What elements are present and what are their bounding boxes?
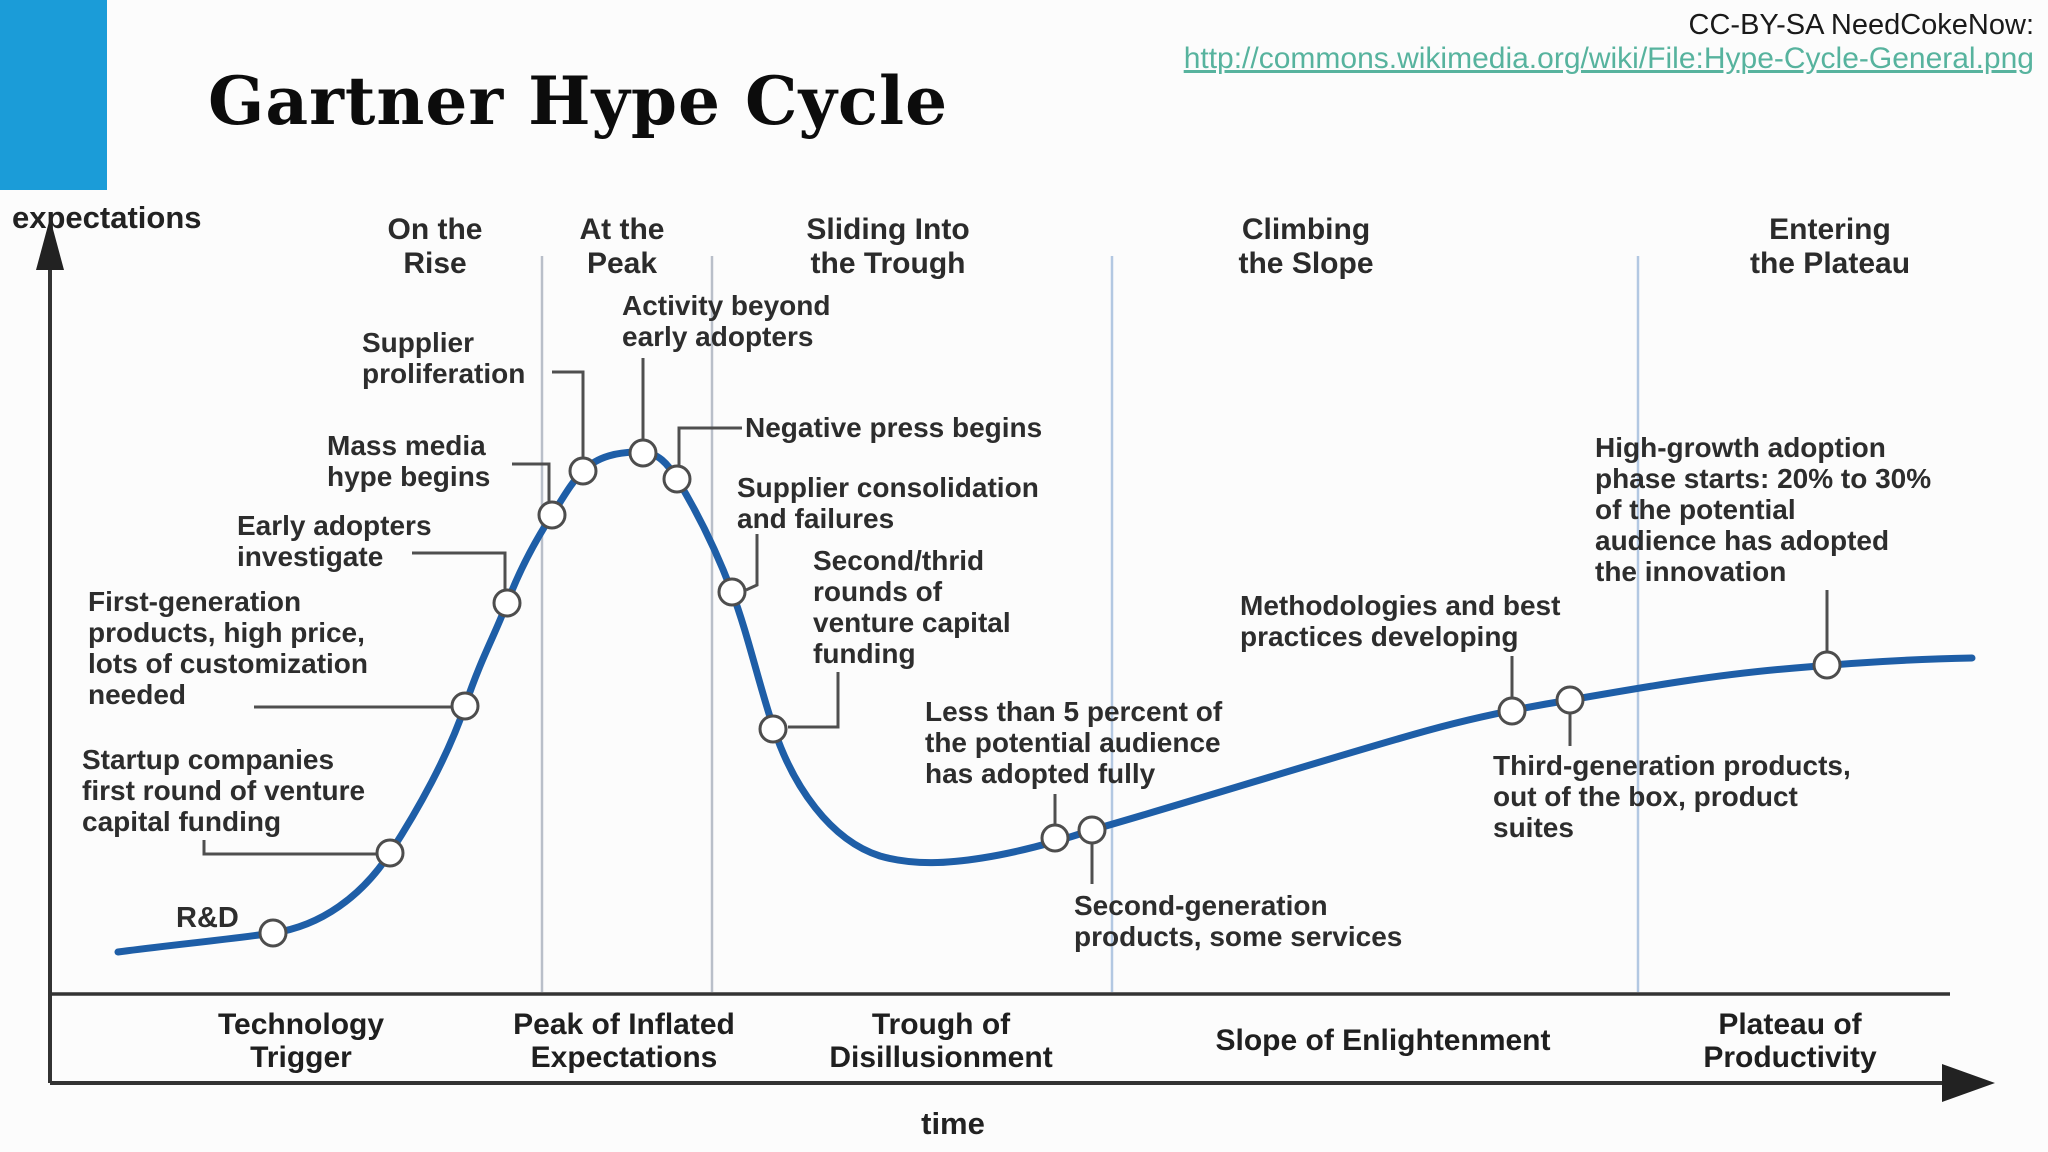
- annotation-startup-companies: Startup companies first round of venture…: [82, 744, 366, 837]
- annotation-second-third-rounds: Second/thrid rounds of venture capital f…: [813, 545, 1011, 669]
- phase-slope-of-enlightenment: Slope of Enlightenment: [1215, 1024, 1551, 1057]
- annotation-rd: R&D: [176, 902, 239, 934]
- data-point: [717, 577, 747, 607]
- connector: [552, 370, 585, 458]
- data-point: [662, 464, 692, 494]
- phase-top-climbing-the-slope: Climbing the Slope: [1238, 213, 1374, 280]
- page-title: Gartner Hype Cycle: [208, 62, 949, 140]
- connector: [202, 840, 377, 856]
- data-point: [628, 438, 658, 468]
- connector: [745, 534, 759, 592]
- y-axis-label: expectations: [12, 200, 202, 235]
- annotation-activity-beyond: Activity beyond early adopters: [622, 290, 831, 352]
- connector: [677, 426, 742, 466]
- connector: [412, 551, 507, 590]
- data-point: [375, 838, 405, 868]
- annotation-methodologies: Methodologies and best practices develop…: [1240, 590, 1561, 652]
- data-point: [1077, 815, 1107, 845]
- phase-top-entering-the-plateau: Entering the Plateau: [1749, 213, 1911, 280]
- phase-peak-of-inflated-expectations: Peak of Inflated Expectations: [513, 1008, 735, 1074]
- x-axis-label: time: [921, 1106, 985, 1141]
- annotation-negative-press: Negative press begins: [745, 412, 1043, 443]
- annotation-supplier-consolidation: Supplier consolidation and failures: [737, 472, 1039, 534]
- phase-top-at-the-peak: At the Peak: [579, 213, 665, 280]
- annotation-mass-media: Mass media hype begins: [327, 430, 491, 492]
- connector: [788, 672, 840, 729]
- annotation-third-generation: Third-generation products, out of the bo…: [1493, 750, 1851, 843]
- data-point: [568, 456, 598, 486]
- data-point: [492, 588, 522, 618]
- connector: [512, 462, 551, 502]
- source-link[interactable]: http://commons.wikimedia.org/wiki/File:H…: [1183, 42, 2034, 75]
- annotation-second-generation: Second-generation products, some service…: [1074, 890, 1403, 952]
- milestone-points: [258, 438, 1842, 948]
- data-point: [537, 500, 567, 530]
- annotation-first-generation: First-generation products, high price, l…: [88, 586, 368, 710]
- data-point: [1812, 650, 1842, 680]
- accent-square: [0, 0, 107, 190]
- x-axis-arrowhead: [1942, 1064, 1995, 1102]
- phase-dividers: [540, 256, 1640, 992]
- data-point: [450, 691, 480, 721]
- annotation-high-growth: High-growth adoption phase starts: 20% t…: [1595, 432, 1932, 587]
- data-point: [758, 714, 788, 744]
- data-point: [1497, 696, 1527, 726]
- annotation-early-adopters: Early adopters investigate: [237, 510, 432, 572]
- attribution: CC-BY-SA NeedCokeNow: http://commons.wik…: [1184, 8, 2034, 81]
- phase-top-sliding-into-trough: Sliding Into the Trough: [806, 213, 970, 280]
- phase-top-on-the-rise: On the Rise: [387, 213, 483, 280]
- annotation-supplier-proliferation: Supplier proliferation: [362, 327, 526, 389]
- y-axis-arrowhead: [36, 218, 64, 270]
- phase-trough-of-disillusionment: Trough of Disillusionment: [829, 1008, 1053, 1074]
- data-point: [1555, 685, 1585, 715]
- axes: [36, 218, 1995, 1102]
- phase-technology-trigger: Technology Trigger: [217, 1008, 385, 1074]
- annotation-less-than-5-percent: Less than 5 percent of the potential aud…: [925, 696, 1223, 789]
- data-point: [1040, 823, 1070, 853]
- license-text: CC-BY-SA NeedCokeNow:: [1688, 9, 2034, 41]
- phase-plateau-of-productivity: Plateau of Productivity: [1703, 1008, 1877, 1074]
- data-point: [258, 918, 288, 948]
- annotation-connectors: [202, 358, 1829, 884]
